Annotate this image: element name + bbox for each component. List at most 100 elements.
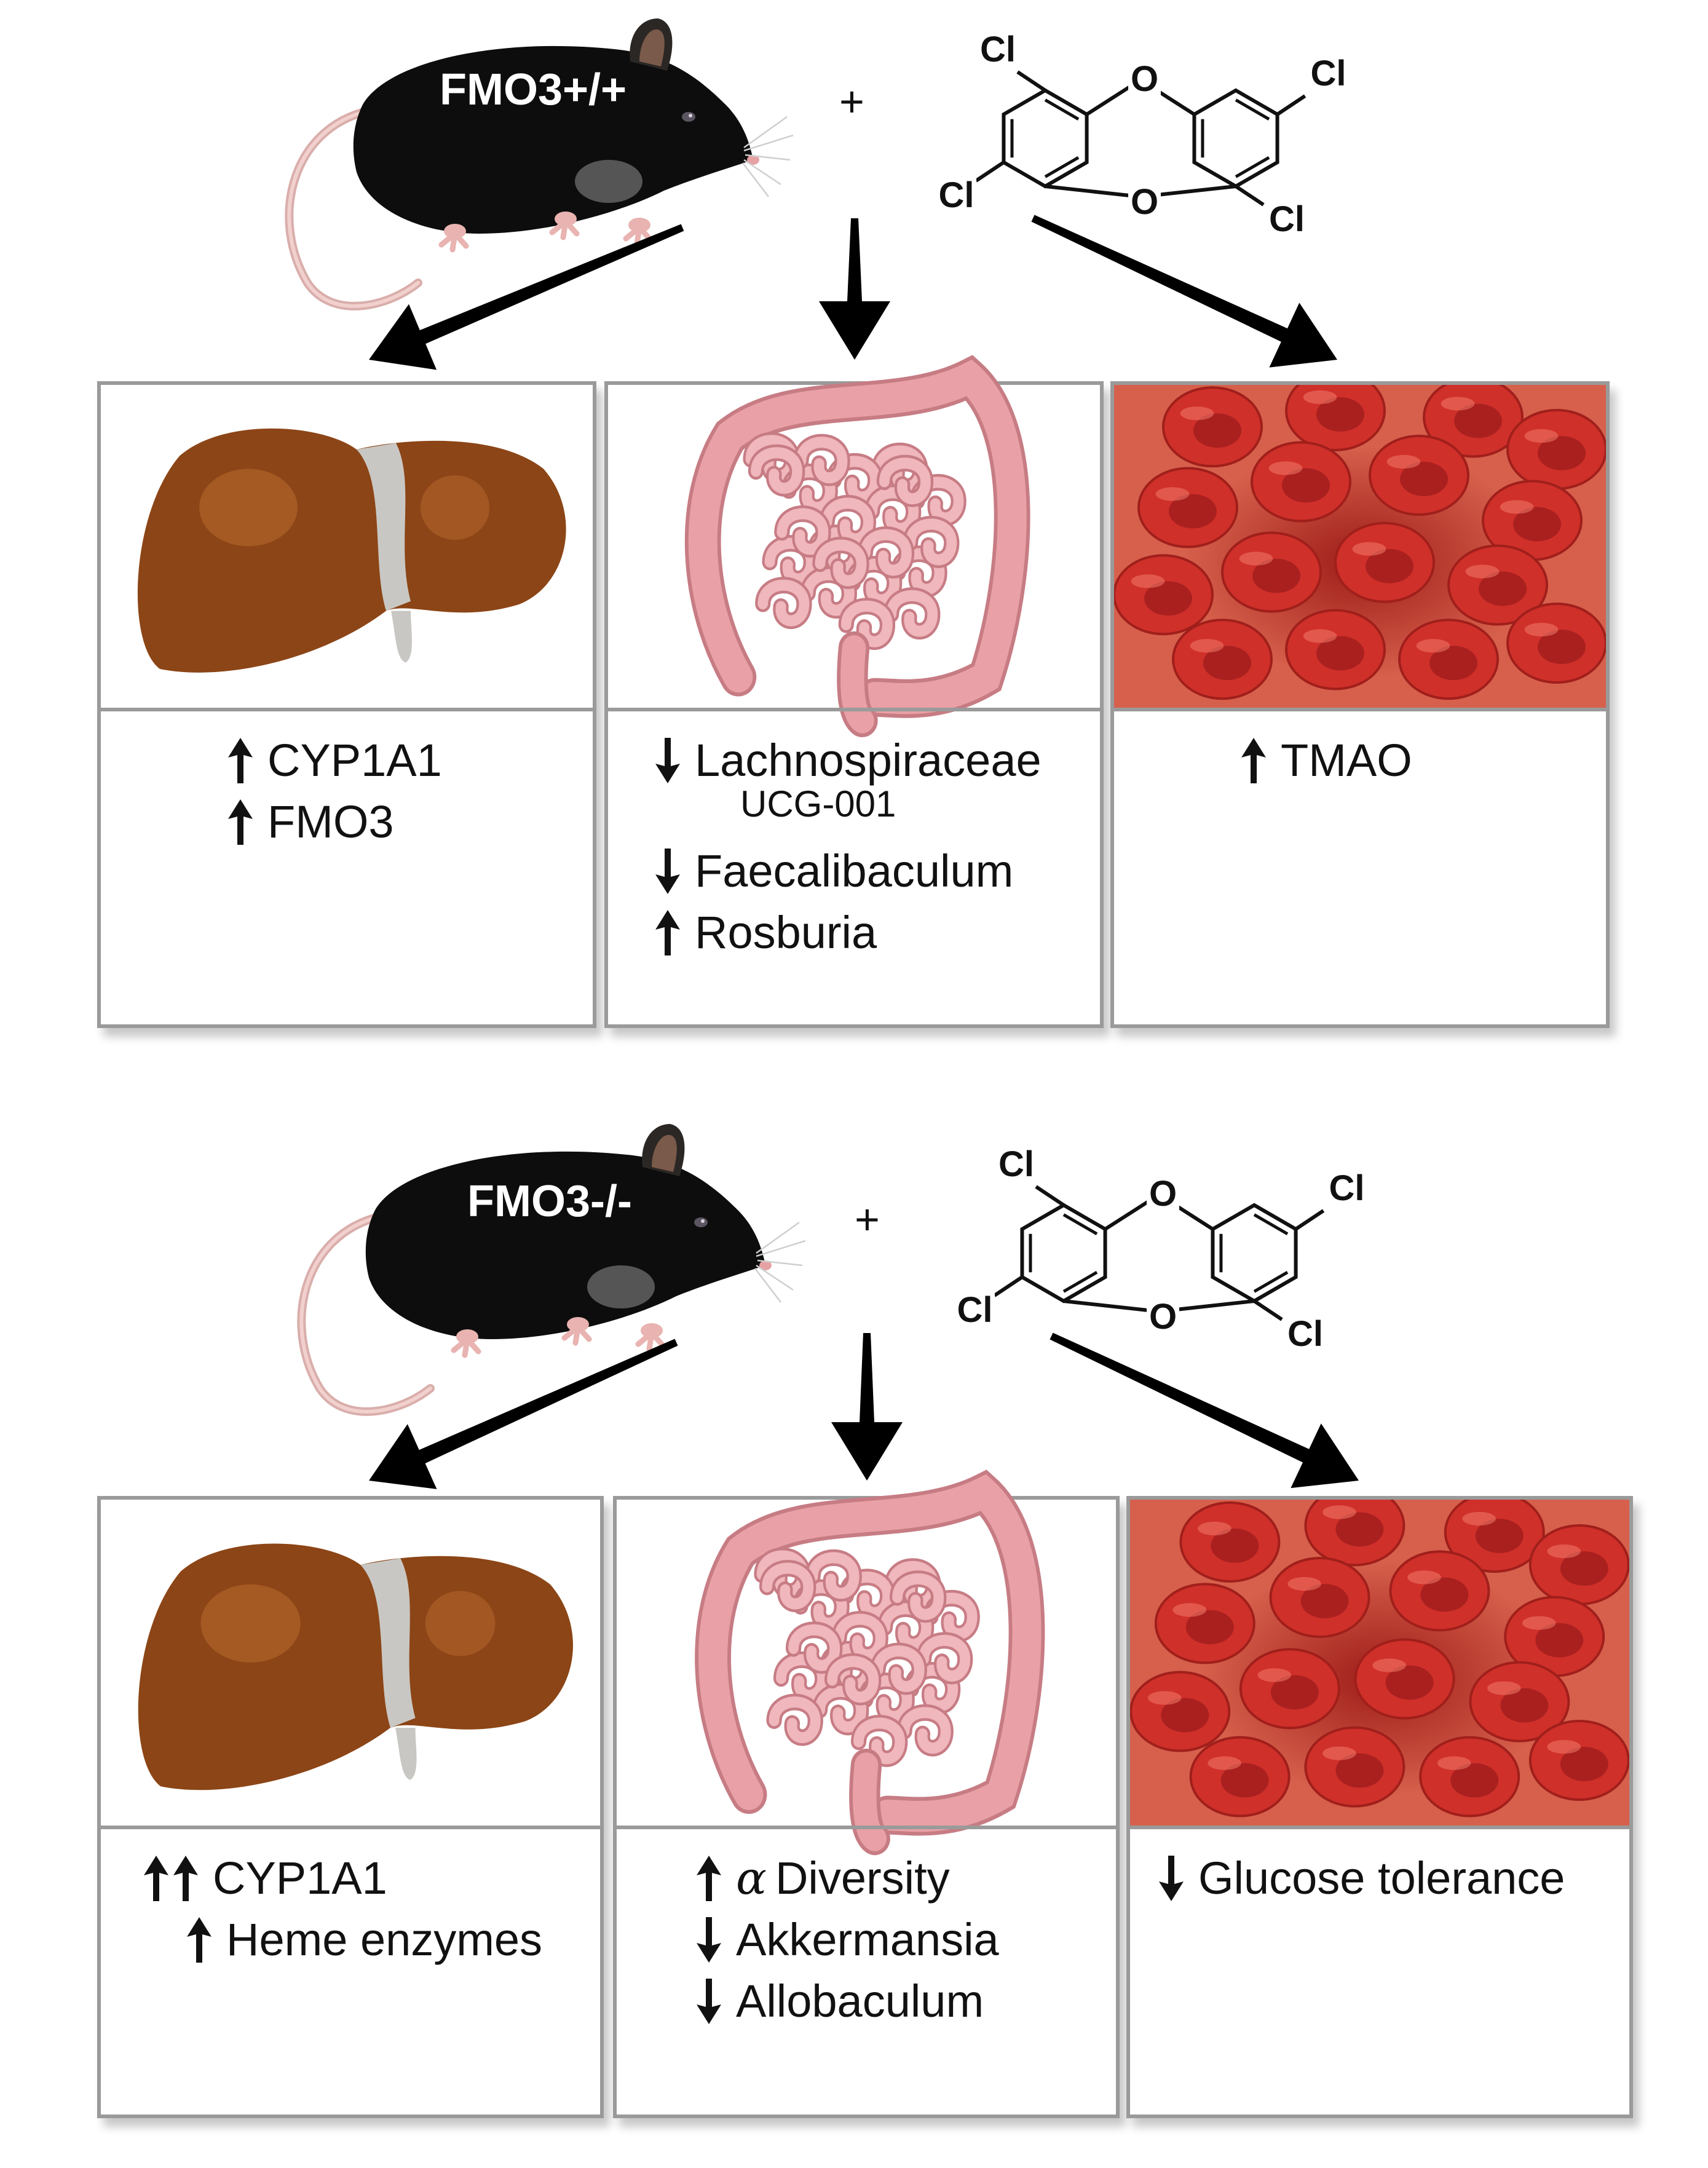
- flow-arrow-gut: [819, 218, 890, 360]
- gut-illustration: [617, 1470, 1116, 1856]
- atom-o-top: O: [1147, 1173, 1180, 1214]
- red-blood-cells-image: [1130, 1500, 1629, 1826]
- blood-effects: Glucose tolerance: [1130, 1829, 1629, 2115]
- up-arrow-icon: [228, 799, 253, 845]
- up-arrow-icon: [173, 1856, 198, 1901]
- liver-effect-2: FMO3: [227, 797, 394, 847]
- atom-cl-bottom-left: Cl: [954, 1289, 995, 1331]
- effect-label: TMAO: [1281, 735, 1412, 786]
- blood-effects: TMAO: [1114, 711, 1606, 1024]
- mouse-genotype-label: FMO3+/+: [440, 65, 627, 114]
- alpha-symbol: α: [736, 1852, 767, 1905]
- effect-label: CYP1A1: [267, 735, 442, 786]
- gut-effect-3: Rosburia: [654, 908, 877, 957]
- box-divider: [617, 1826, 1116, 1829]
- down-arrow-icon: [697, 1917, 721, 1963]
- atom-o-top: O: [1128, 58, 1161, 100]
- box-divider: [1130, 1826, 1629, 1829]
- change-arrows: [227, 737, 256, 785]
- blood-box: Glucose tolerance: [1126, 1496, 1633, 2118]
- effect-label: CYP1A1: [213, 1853, 387, 1904]
- atom-o-bottom: O: [1128, 181, 1161, 223]
- flow-arrow-liver: [369, 224, 684, 370]
- box-divider: [101, 708, 593, 711]
- intestine-image: [684, 355, 1030, 738]
- up-arrow-icon: [144, 1856, 168, 1901]
- gut-effect-2: Faecalibaculum: [654, 847, 1013, 896]
- blood-effect-1: Glucose tolerance: [1158, 1854, 1565, 1903]
- up-arrow-icon: [655, 910, 680, 955]
- gut-effect-2: Akkermansia: [695, 1915, 999, 1964]
- atom-cl-top-right: Cl: [1326, 1168, 1367, 1209]
- up-arrow-icon: [1241, 738, 1266, 783]
- atom-cl-top-left: Cl: [996, 1144, 1037, 1185]
- effect-label: Akkermansia: [736, 1914, 999, 1965]
- liver-effect-2: Heme enzymes: [186, 1915, 542, 1964]
- change-arrows: [654, 909, 684, 957]
- down-arrow-icon: [697, 1979, 721, 2024]
- plus-sign: +: [839, 77, 864, 125]
- liver-illustration: [101, 385, 593, 708]
- change-arrows: [143, 1854, 202, 1902]
- effect-label: FMO3: [267, 796, 394, 847]
- liver-illustration: [101, 1500, 600, 1826]
- gut-effect-1-subtitle: UCG-001: [740, 783, 896, 825]
- change-arrows: [695, 1916, 725, 1964]
- blood-illustration: [1130, 1500, 1629, 1826]
- liver-image: [137, 428, 566, 673]
- atom-o-bottom: O: [1147, 1296, 1180, 1337]
- intestine-image: [695, 1470, 1045, 1856]
- flow-arrow-blood: [1031, 215, 1337, 368]
- atom-cl-bottom-right: Cl: [1285, 1313, 1326, 1355]
- effect-label: Glucose tolerance: [1198, 1853, 1565, 1904]
- liver-effect-1: CYP1A1: [227, 736, 442, 785]
- effect-label: Faecalibaculum: [695, 845, 1014, 896]
- flow-arrow-liver: [369, 1339, 678, 1489]
- liver-effect-1: CYP1A1: [143, 1854, 387, 1903]
- up-arrow-icon: [187, 1917, 212, 1963]
- change-arrows: [654, 737, 684, 785]
- red-blood-cells-image: [1114, 385, 1606, 708]
- mouse-genotype-label: FMO3-/-: [467, 1177, 632, 1226]
- effect-label: Allobaculum: [736, 1976, 984, 2027]
- atom-cl-top-right: Cl: [1308, 53, 1349, 94]
- effect-label: Lachnospiraceae: [695, 735, 1042, 786]
- box-divider: [608, 708, 1100, 711]
- atom-cl-bottom-right: Cl: [1267, 199, 1307, 240]
- flow-arrow-gut: [831, 1333, 903, 1481]
- liver-image: [138, 1543, 573, 1790]
- effect-label: Diversity: [775, 1853, 950, 1904]
- down-arrow-icon: [1159, 1856, 1184, 1901]
- down-arrow-icon: [655, 738, 680, 783]
- up-arrow-icon: [697, 1856, 721, 1901]
- change-arrows: [1240, 737, 1270, 785]
- effect-label: Rosburia: [695, 907, 877, 958]
- blood-box: TMAO: [1110, 381, 1610, 1028]
- gut-illustration: [608, 355, 1100, 738]
- change-arrows: [186, 1916, 215, 1964]
- mouse-illustration: [285, 18, 794, 311]
- gut-effect-1: Lachnospiraceae: [654, 736, 1042, 785]
- mouse-illustration: [297, 1124, 806, 1416]
- blood-effect-1: TMAO: [1240, 736, 1412, 785]
- change-arrows: [227, 798, 256, 846]
- blood-illustration: [1114, 385, 1606, 708]
- change-arrows: [1158, 1854, 1187, 1902]
- header-drawing: [297, 1124, 1359, 1489]
- box-divider: [101, 1826, 600, 1829]
- atom-cl-top-left: Cl: [978, 29, 1018, 70]
- header-drawing: [285, 18, 1337, 370]
- box-divider: [1114, 708, 1606, 711]
- change-arrows: [695, 1854, 725, 1902]
